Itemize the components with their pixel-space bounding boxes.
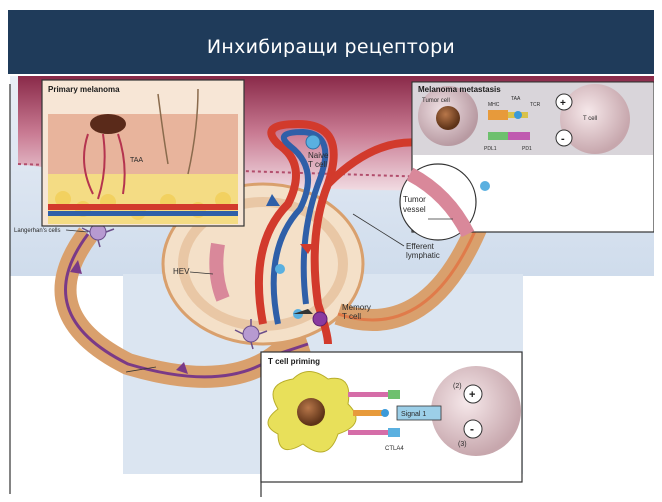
efferent-label-2: lymphatic [406, 251, 440, 260]
t-cell-label: T cell [583, 116, 597, 122]
step3-label: (3) [458, 441, 467, 448]
signal1-label: Signal 1 [401, 411, 426, 418]
tumor-cell-label: Tumor cell [422, 98, 450, 104]
mhc-label: MHC [488, 102, 500, 108]
metastasis-plus: + [560, 98, 566, 109]
tcr-label: TCR [530, 102, 541, 108]
slide-title: Инхибиращи рецептори [8, 36, 654, 58]
metastasis-title: Melanoma metastasis [418, 85, 501, 94]
priming-title: T cell priming [268, 357, 320, 366]
memory-t-cell [313, 312, 327, 326]
memory-label-2: T cell [342, 312, 361, 321]
priming-plus: + [469, 389, 475, 401]
hev-label: HEV [173, 267, 190, 276]
naive-t-cell [306, 135, 320, 149]
naive-label-2: T cell [308, 160, 327, 169]
title-bar: Инхибиращи рецептори [8, 10, 654, 74]
efferent-label-1: Efferent [406, 242, 435, 251]
priming-minus: - [470, 422, 474, 436]
ctla4-label: CTLA4 [385, 446, 404, 452]
tumor-vessel-label-2: vessel [403, 205, 426, 214]
naive-label-1: Naive [308, 151, 329, 160]
pd1-label: PD1 [522, 146, 532, 152]
primary-melanoma-panel: Primary melanoma TAA [42, 80, 244, 226]
primary-taa-label: TAA [130, 157, 143, 164]
metastasis-taa-label: TAA [511, 96, 521, 102]
melanoma-lesion [90, 114, 126, 134]
langerhans-label: Langerhan's cells [14, 228, 61, 234]
pdl1-label: PDL1 [484, 146, 497, 152]
tumor-vessel-label-1: Tumor [403, 195, 426, 204]
step2-label: (2) [453, 383, 462, 390]
priming-t-cell [431, 366, 521, 456]
primary-melanoma-title: Primary melanoma [48, 85, 120, 94]
memory-label-1: Memory [342, 303, 371, 312]
t-cell-priming-panel: T cell priming Signal 1 (2) (3) CTLA4 + … [261, 352, 522, 482]
metastasis-minus: - [561, 133, 565, 145]
diagram-svg: HEV Naive T cell Memory T cell Langerhan… [8, 74, 654, 497]
immune-diagram-figure: HEV Naive T cell Memory T cell Langerhan… [8, 74, 654, 497]
